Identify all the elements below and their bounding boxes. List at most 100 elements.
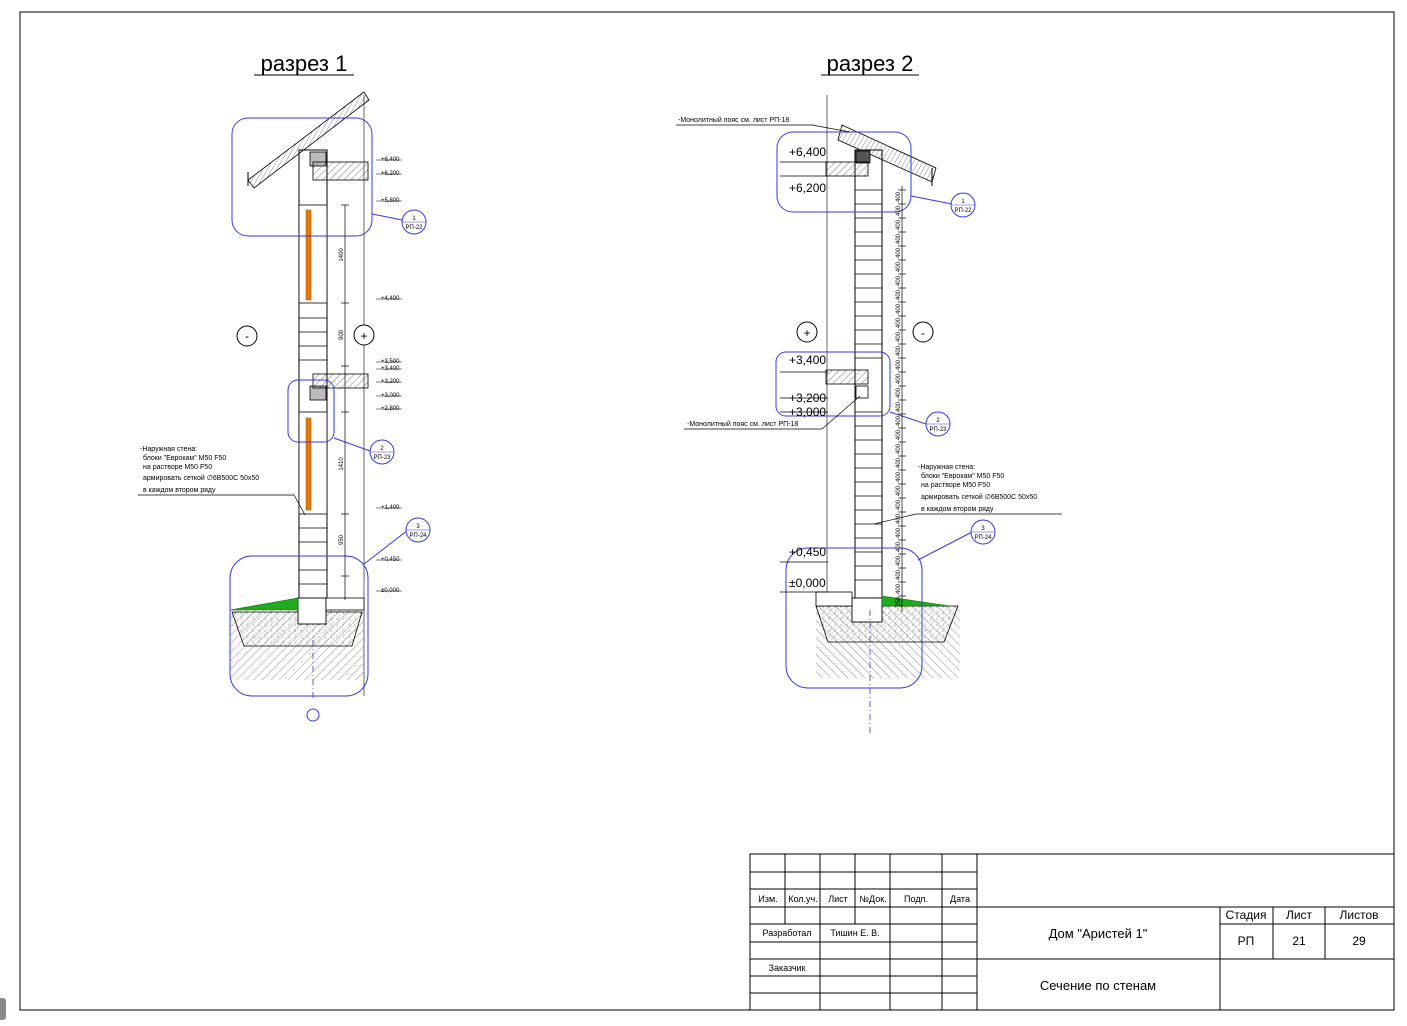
section-2-dim-label: 400 xyxy=(896,233,902,244)
section-2-dim-label: 400 xyxy=(896,359,902,370)
stamp-header-list: Лист xyxy=(828,894,848,904)
section-1-level-0450: +0,450 xyxy=(381,557,400,563)
svg-text:+: + xyxy=(803,326,810,340)
section-1-callout-3: 3 РП-24 xyxy=(405,517,431,543)
section-1-level-4400: +4,400 xyxy=(381,296,400,302)
stamp-sheet-no: 21 xyxy=(1292,934,1306,948)
section-1: разрез 1 xyxy=(138,51,431,722)
svg-text:1: 1 xyxy=(412,216,416,222)
svg-text:армировать сеткой ∅6В500С 50х5: армировать сеткой ∅6В500С 50х50 xyxy=(921,493,1037,501)
section-2-dim-bottom: 250 xyxy=(896,596,902,607)
section-2-dim-label: 400 xyxy=(896,485,902,496)
section-2: разрез 2 xyxy=(676,51,1062,735)
svg-text:3: 3 xyxy=(981,526,985,532)
svg-text:РП-22: РП-22 xyxy=(406,225,424,231)
section-2-dim-label: 400 xyxy=(896,191,902,202)
section-2-dim-label: 400 xyxy=(896,499,902,510)
svg-text:-Монолитный пояс см. лист РП-1: -Монолитный пояс см. лист РП-18 xyxy=(678,116,789,124)
svg-text:РП-23: РП-23 xyxy=(930,427,948,433)
section-2-dim-label: 400 xyxy=(896,569,902,580)
stamp-header-podp: Подп. xyxy=(904,894,928,904)
section-2-level-0000: ±0,000 xyxy=(789,576,826,590)
section-2-level-3400: +3,400 xyxy=(789,353,826,367)
scroll-tab[interactable] xyxy=(0,998,6,1020)
section-2-dim-label: 400 xyxy=(896,457,902,468)
svg-text:армировать сеткой ∅6В500С 50х5: армировать сеткой ∅6В500С 50х50 xyxy=(143,474,259,482)
stamp-developed-label: Разработал xyxy=(763,928,812,938)
svg-text:в каждом втором ряду: в каждом втором ряду xyxy=(143,487,216,494)
section-1-callout-2: 2 РП-23 xyxy=(369,439,395,465)
section-2-level-0450: +0,450 xyxy=(789,545,826,559)
section-2-foundation xyxy=(815,591,960,735)
section-1-level-6200: +6,200 xyxy=(381,171,400,177)
section-2-dim-label: 400 xyxy=(896,317,902,328)
section-2-wall-note: -Наружная стена: блоки "Еврокам" М50 F50… xyxy=(873,464,1062,525)
section-2-level-3200: +3,200 xyxy=(789,391,826,405)
section-2-dim-label: 400 xyxy=(896,541,902,552)
section-2-block-courses xyxy=(855,189,882,581)
section-2-dim-label: 400 xyxy=(896,219,902,230)
section-1-level-3000: +3,000 xyxy=(381,393,400,399)
section-2-callout-frame-1 xyxy=(776,131,912,213)
svg-text:в каждом втором ряду: в каждом втором ряду xyxy=(921,506,994,513)
section-2-dim-label: 400 xyxy=(896,373,902,384)
stamp-sheets-label: Листов xyxy=(1340,908,1379,922)
section-2-dim-label: 400 xyxy=(896,401,902,412)
section-2-callout-3: 3 РП-24 xyxy=(970,519,996,545)
stamp-sheet-title: Сечение по стенам xyxy=(1040,978,1156,993)
section-2-callout-2: 2 РП-23 xyxy=(925,411,951,437)
svg-text:на растворе М50 F50: на растворе М50 F50 xyxy=(921,482,990,489)
stamp-header-ndok: №Док. xyxy=(859,894,886,904)
section-1-wall-note: -Наружная стена: блоки "Еврокам" М50 F50… xyxy=(138,446,306,516)
section-2-dim-label: 400 xyxy=(896,331,902,342)
section-1-level-1400: +1,400 xyxy=(381,505,400,511)
section-1-wall xyxy=(298,149,369,601)
section-2-wall xyxy=(825,149,883,599)
section-1-dim-1: 1400 xyxy=(339,248,345,262)
svg-text:2: 2 xyxy=(936,418,940,424)
section-1-roof xyxy=(247,91,370,696)
section-2-dim-label: 400 xyxy=(896,289,902,300)
section-2-dim-ticks: 400 400 400 400 400 400 400 400 400 400 400 400 400 4… xyxy=(896,189,906,607)
section-2-leader-top: -Монолитный пояс см. лист РП-18 xyxy=(676,116,851,133)
sheet-frame xyxy=(19,11,1395,1011)
section-1-level-5800: +5,800 xyxy=(381,198,400,204)
section-2-dim-label: 400 xyxy=(896,415,902,426)
svg-text:-Наружная стена:: -Наружная стена: xyxy=(918,464,975,471)
section-1-callout-frame-3 xyxy=(229,555,369,697)
section-2-dim-label: 400 xyxy=(896,527,902,538)
section-1-plus-sign: + xyxy=(353,324,375,346)
section-2-leader-mid: -Монолитный пояс см. лист РП-18 xyxy=(684,395,861,430)
svg-text:-: - xyxy=(245,329,249,343)
section-2-dim-label: 400 xyxy=(896,303,902,314)
stamp-sheet-label: Лист xyxy=(1286,908,1313,922)
section-1-callout-frame-2 xyxy=(287,379,335,443)
section-1-level-3200: +3,200 xyxy=(381,379,400,385)
stamp-stage: РП xyxy=(1238,934,1255,948)
section-1-level-3500: +3,500 xyxy=(381,359,400,365)
svg-text:РП-24: РП-24 xyxy=(410,533,428,539)
svg-text:+: + xyxy=(360,329,367,343)
section-2-dim-label: 400 xyxy=(896,345,902,356)
section-1-dim-2: 900 xyxy=(339,329,345,340)
section-1-level-3400: +3,400 xyxy=(381,366,400,372)
svg-text:-Наружная стена:: -Наружная стена: xyxy=(140,446,197,453)
section-2-callout-1: 1 РП-22 xyxy=(950,192,976,218)
section-2-level-6200: +6,200 xyxy=(789,181,826,195)
section-2-dim-label: 400 xyxy=(896,555,902,566)
section-2-level-marks xyxy=(780,161,828,593)
svg-text:-: - xyxy=(921,326,925,340)
svg-text:-Монолитный пояс см. лист РП-1: -Монолитный пояс см. лист РП-18 xyxy=(687,420,798,428)
stamp-developer: Тишин Е. В. xyxy=(830,928,879,938)
section-1-dim-4: 950 xyxy=(339,534,345,545)
section-2-title: разрез 2 xyxy=(827,51,914,76)
section-1-callout-frame-1 xyxy=(231,117,373,237)
svg-text:блоки "Еврокам" М50 F50: блоки "Еврокам" М50 F50 xyxy=(143,454,226,462)
section-1-level-marks xyxy=(376,159,402,592)
section-1-level-2800: +2,800 xyxy=(381,406,400,412)
section-1-level-6400: +6,400 xyxy=(381,157,400,163)
svg-text:блоки "Еврокам" М50 F50: блоки "Еврокам" М50 F50 xyxy=(921,472,1004,480)
section-2-dim-label: 400 xyxy=(896,261,902,272)
title-block xyxy=(749,853,1395,1011)
